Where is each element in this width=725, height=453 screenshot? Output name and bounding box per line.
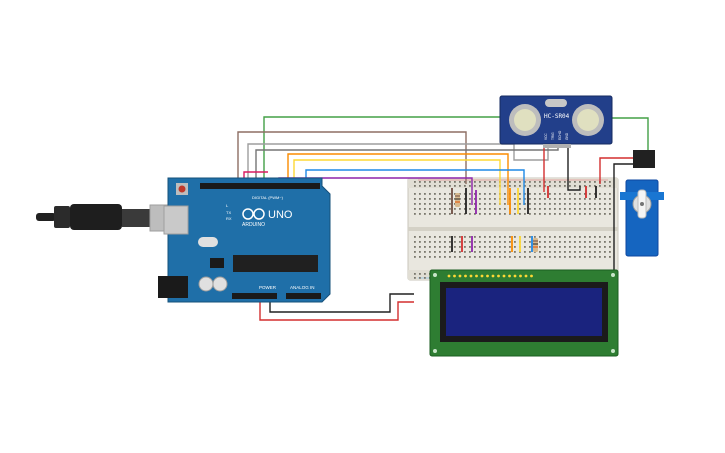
usb-port bbox=[163, 205, 189, 235]
power-header bbox=[232, 293, 277, 299]
rx-label: RX bbox=[226, 216, 232, 221]
analog-label: ANALOG IN bbox=[290, 285, 315, 290]
wire-yellow bbox=[293, 159, 501, 205]
wire-blue bbox=[305, 169, 525, 205]
lcd-pin-header bbox=[447, 274, 533, 278]
capacitor-2 bbox=[212, 276, 228, 292]
wire-red-power bbox=[259, 300, 414, 321]
atmega-chip bbox=[233, 255, 318, 272]
wire-grey bbox=[247, 143, 549, 184]
power-jack bbox=[158, 276, 188, 298]
icsp-header bbox=[210, 258, 224, 268]
tx-label: TX bbox=[226, 210, 231, 215]
wire-green bbox=[263, 116, 500, 183]
sensor-pin-gnd: GND bbox=[565, 132, 569, 140]
arduino-brand-label: ARDUINO bbox=[242, 222, 265, 228]
power-label: POWER bbox=[259, 285, 277, 290]
arduino-uno-board[interactable]: ARDUINO UNO DIGITAL (PWM~) POWER ANALOG … bbox=[158, 177, 331, 303]
digital-label: DIGITAL (PWM~) bbox=[252, 195, 284, 200]
servo-motor[interactable] bbox=[620, 150, 664, 257]
sensor-pin-vcc: VCC bbox=[544, 133, 548, 140]
hc-sr04-sensor[interactable]: HC-SR04 VCC TRIG ECHO GND bbox=[499, 95, 613, 148]
arduino-logo-icon bbox=[242, 208, 265, 220]
digital-header bbox=[200, 183, 320, 189]
capacitor-1 bbox=[198, 276, 214, 292]
wire-red-servo bbox=[599, 157, 633, 184]
analog-header bbox=[286, 293, 321, 299]
resistor-1[interactable] bbox=[455, 193, 460, 207]
wire-black-power bbox=[269, 293, 414, 313]
breadboard-jumpers bbox=[451, 186, 597, 252]
sensor-model-label: HC-SR04 bbox=[544, 113, 570, 120]
reset-button-icon[interactable] bbox=[176, 183, 188, 195]
sensor-pin-trig: TRIG bbox=[551, 132, 555, 140]
l-label: L bbox=[226, 203, 229, 208]
wire-orange bbox=[287, 153, 509, 205]
arduino-model-label: UNO bbox=[268, 209, 293, 221]
wire-brown bbox=[237, 131, 467, 184]
resistor-2[interactable] bbox=[533, 238, 538, 252]
crystal bbox=[198, 237, 218, 247]
lcd-16x2-display[interactable] bbox=[429, 269, 619, 357]
sensor-pin-echo: ECHO bbox=[558, 130, 562, 140]
wire-black-sensor bbox=[567, 148, 581, 191]
wire-black-servo bbox=[613, 163, 633, 290]
